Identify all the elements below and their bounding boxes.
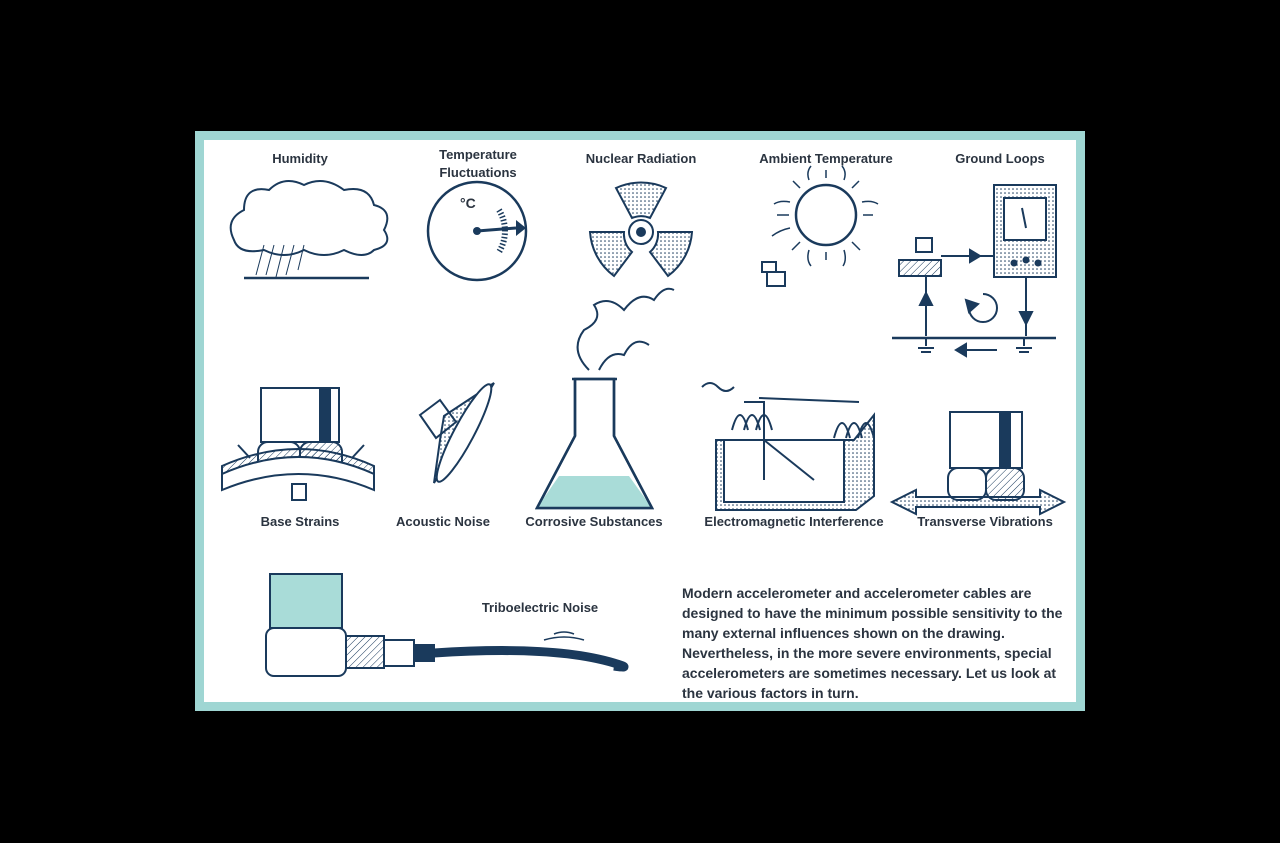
- label-transverse-vibrations: Transverse Vibrations: [917, 514, 1053, 529]
- flask-icon: [534, 287, 675, 510]
- label-humidity: Humidity: [272, 151, 328, 166]
- celsius-symbol: °C: [460, 195, 476, 211]
- label-base-strains: Base Strains: [260, 514, 340, 529]
- electromagnet-icon: [701, 382, 875, 511]
- illustration-frame: Humidity Temperature Fluctuations °C Nuc…: [195, 131, 1085, 711]
- label-temperature-fluctuations: Temperature Fluctuations: [418, 146, 538, 182]
- label-acoustic-noise: Acoustic Noise: [396, 514, 490, 529]
- label-nuclear-radiation: Nuclear Radiation: [585, 151, 697, 166]
- label-ground-loops: Ground Loops: [955, 151, 1045, 166]
- radiation-icon: [588, 181, 694, 278]
- illustration-panel: Humidity Temperature Fluctuations °C Nuc…: [204, 140, 1076, 702]
- speaker-icon: [418, 382, 495, 484]
- label-triboelectric-noise: Triboelectric Noise: [481, 600, 599, 615]
- triboelectric-cable-icon: [265, 573, 629, 677]
- label-corrosive-substances: Corrosive Substances: [525, 514, 663, 529]
- transverse-vibration-icon: [889, 411, 1067, 516]
- label-temperature-line1: Temperature: [439, 147, 517, 162]
- label-ambient-temperature: Ambient Temperature: [759, 151, 893, 166]
- description-paragraph: Modern accelerometer and accelerometer c…: [682, 585, 1063, 701]
- illustration-drawing: [221, 165, 1067, 677]
- label-temperature-line2: Fluctuations: [439, 165, 517, 180]
- sun-icon: [761, 165, 879, 287]
- base-strain-icon: [221, 387, 375, 501]
- temperature-dial-icon: [426, 180, 528, 282]
- label-electromagnetic-interference: Electromagnetic Interference: [704, 514, 884, 529]
- ground-loop-icon: [892, 184, 1057, 358]
- humidity-icon: [229, 180, 389, 280]
